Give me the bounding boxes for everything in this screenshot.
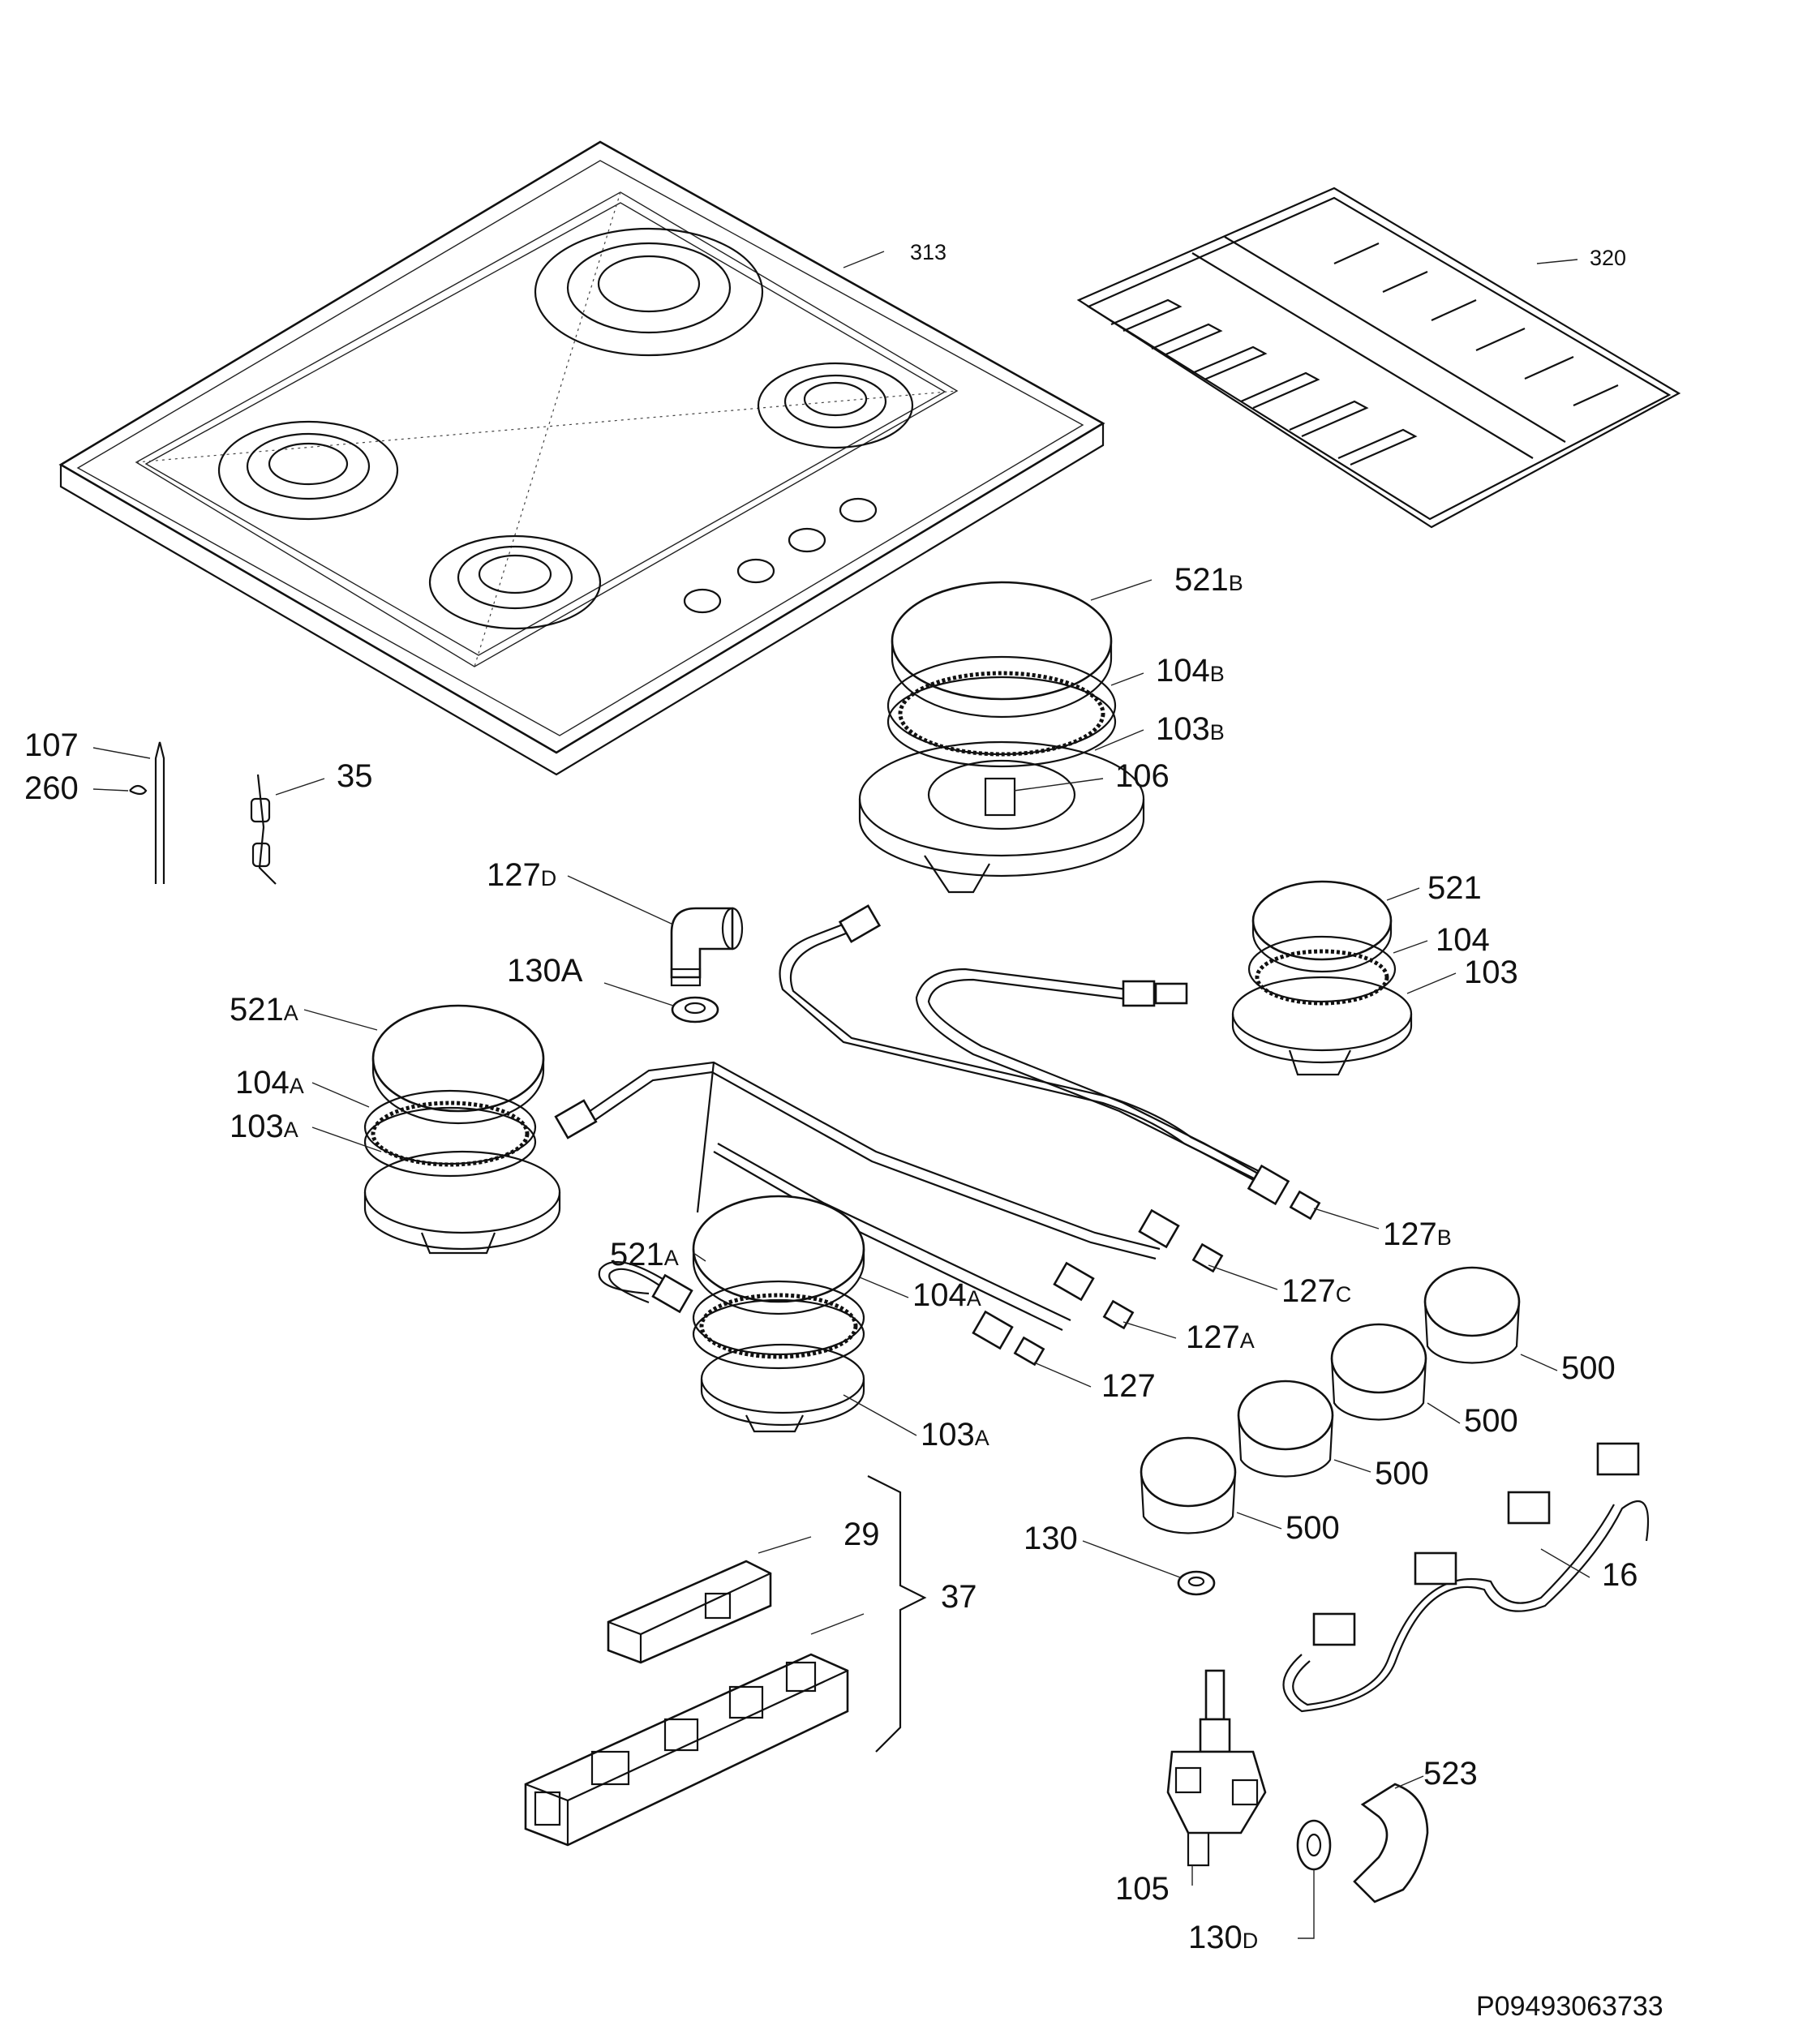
leader-320 [1536,259,1578,264]
label-37: 37 [941,1579,977,1615]
pipe-nuts [554,904,1321,1367]
label-127: 127 [1101,1368,1156,1404]
hob-top-part [58,140,1105,776]
burner-b-crown [886,655,1117,768]
control-knobs [1140,1266,1521,1534]
thermocouple-harness [1282,1442,1650,1713]
label-500-4: 500 [1286,1510,1340,1546]
label-500-1: 500 [1561,1350,1616,1386]
label-35: 35 [337,758,373,794]
bracket-37 [867,1475,927,1753]
gas-valve-105 [1166,1669,1267,1867]
label-29: 29 [843,1517,880,1552]
micro-switch-29 [607,1560,772,1664]
label-521a-1: 521A [230,992,298,1028]
leader-313 [843,251,885,268]
burner-a2 [692,1195,865,1433]
label-103a-2: 103A [921,1417,989,1453]
label-127d: 127D [487,857,556,893]
leader-130d [1298,1869,1315,1939]
burner-b-cap [891,581,1113,719]
valve-bracket-523 [1353,1783,1429,1903]
washer-130-part [1177,1570,1216,1596]
washer-130d-part [1296,1819,1332,1871]
burner-b-base [858,740,1145,894]
pan-support-grid [1076,187,1681,529]
label-103: 103 [1464,955,1518,990]
label-521a-2: 521A [610,1237,679,1272]
label-127c: 127C [1281,1273,1351,1309]
label-105: 105 [1115,1871,1170,1907]
switch-strip-37 [524,1653,849,1847]
diagram-code: P09493063733 [1476,1991,1663,2022]
label-500-3: 500 [1375,1456,1429,1491]
label-103b: 103B [1156,711,1225,747]
label-104a-2: 104A [912,1277,981,1313]
ignition-electrode-part [250,774,277,885]
label-106: 106 [1115,758,1170,794]
label-107: 107 [24,727,79,763]
label-130d: 130D [1188,1920,1258,1955]
gas-pipes [583,915,1273,1331]
knob-part-1 [1423,1266,1521,1364]
knob-part-2 [1330,1323,1427,1421]
label-127b: 127B [1383,1217,1452,1252]
label-16: 16 [1602,1557,1638,1593]
label-521b: 521B [1174,562,1243,598]
label-104: 104 [1436,922,1490,958]
label-104a-1: 104A [235,1065,304,1101]
label-130a: 130A [507,953,583,989]
knob-part-4 [1140,1436,1237,1534]
label-320: 320 [1590,246,1626,270]
label-260: 260 [24,770,79,806]
elbow-fitting-part [670,907,744,987]
label-523: 523 [1423,1756,1478,1792]
label-130: 130 [1024,1521,1078,1556]
label-127a: 127A [1186,1320,1255,1355]
label-104b: 104B [1156,653,1225,689]
burner-small-right [1231,880,1413,1076]
label-500-2: 500 [1464,1403,1518,1439]
label-313: 313 [910,240,946,264]
burner-a1 [363,1004,561,1255]
thermocouple-part [129,741,165,884]
label-103a-1: 103A [230,1109,298,1144]
label-521: 521 [1427,870,1482,906]
knob-part-3 [1237,1380,1334,1478]
washer-130a-part [671,996,719,1023]
